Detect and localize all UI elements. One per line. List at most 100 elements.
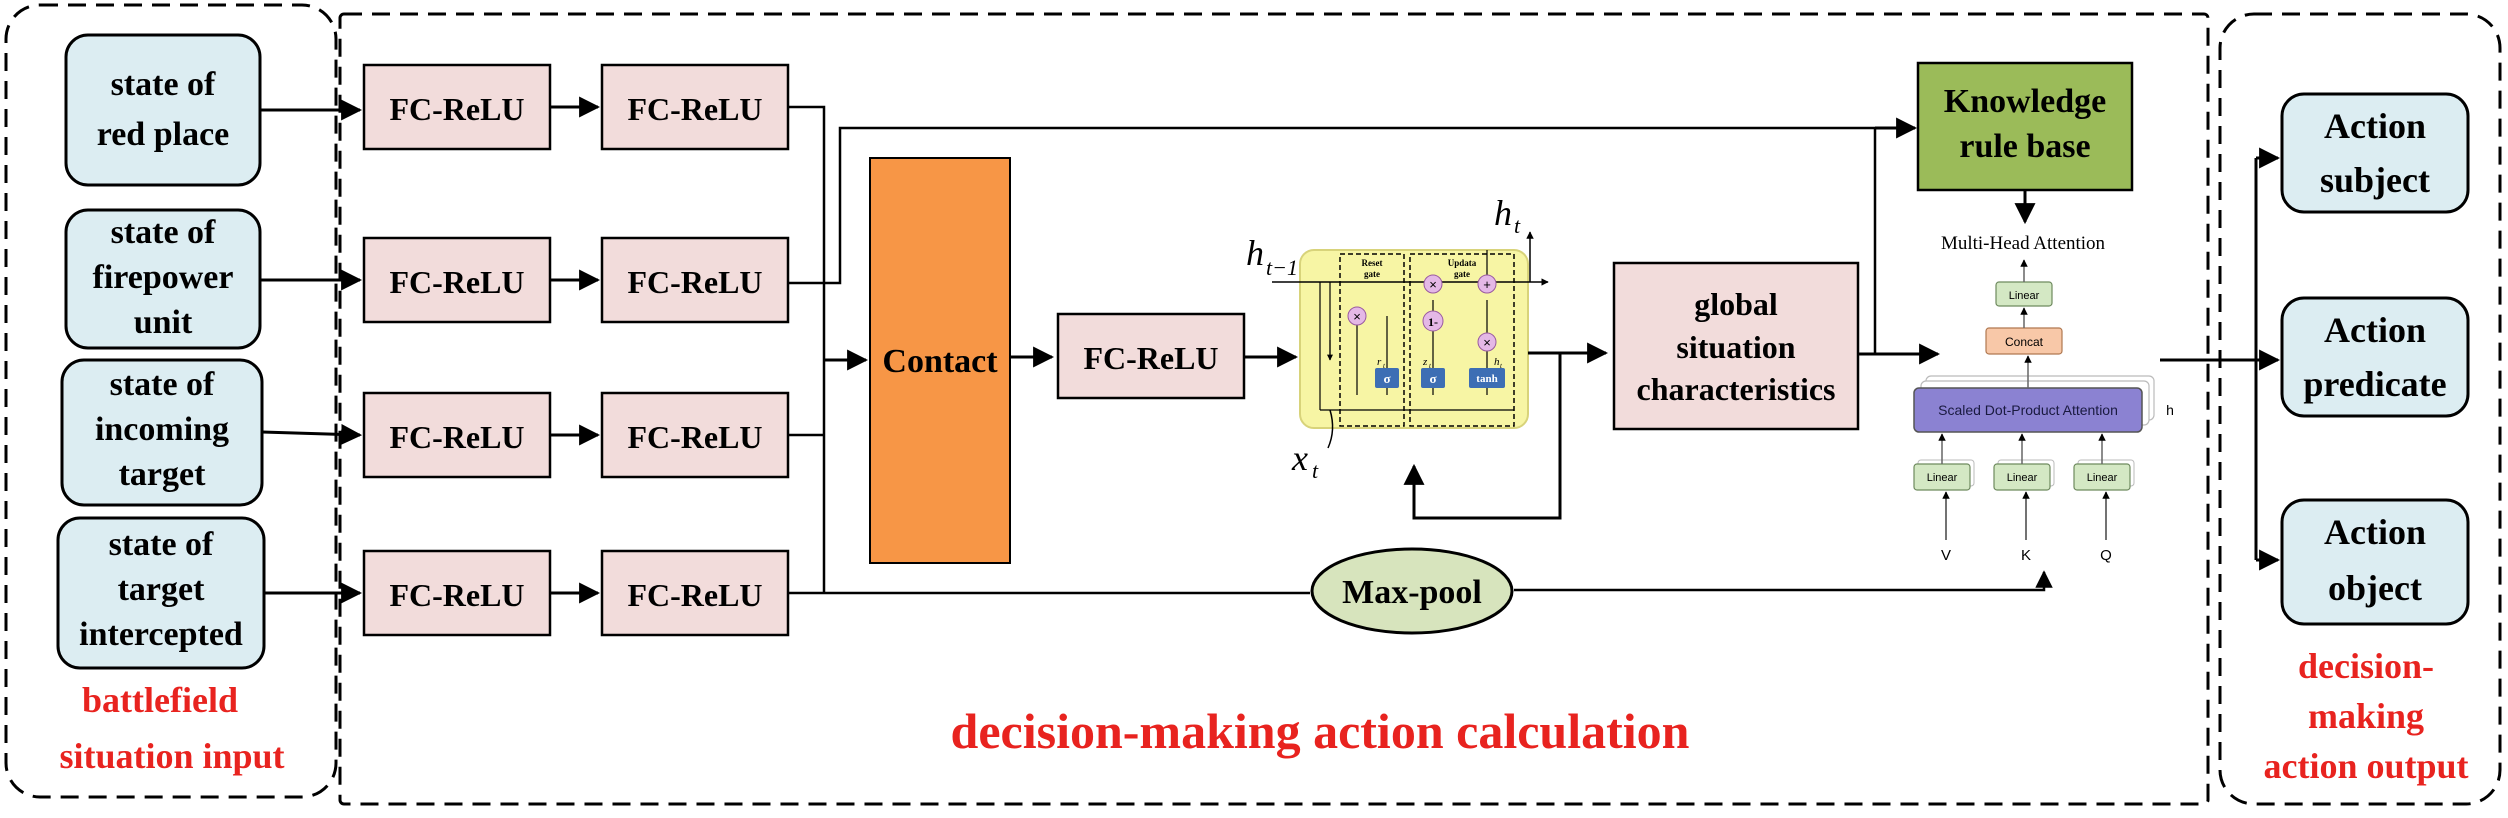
attention-input-k: K [2021, 547, 2031, 564]
output-line: Action [2324, 512, 2426, 552]
z-label: z [1422, 356, 1428, 368]
update-gate-label: Updata [1448, 258, 1477, 268]
z-sub: t [1429, 362, 1432, 370]
input-line: red place [97, 116, 230, 153]
input-section-label: battlefield [82, 680, 238, 720]
input-line: state of [111, 214, 216, 251]
output-section-label: decision- [2298, 646, 2434, 686]
contact-block: Contact [869, 157, 1011, 564]
attention-scaled: Scaled Dot-Product Attention [1938, 402, 2118, 418]
fc-label: FC-ReLU [389, 91, 524, 127]
r-label: r [1377, 356, 1382, 368]
x-in-sub: t [1312, 458, 1319, 483]
fc-label: FC-ReLU [389, 419, 524, 455]
input-line: target [119, 456, 207, 493]
attention-input-v: V [1941, 547, 1951, 564]
attention-linear-k: Linear [2007, 472, 2038, 484]
max-pool-node: Max-pool [1310, 547, 1514, 635]
output-line: object [2328, 568, 2422, 608]
input-line: target [118, 571, 206, 608]
knowledge-rule-base: Knowledge rule base [1916, 61, 2134, 192]
fc-relu-4b: FC-ReLU [600, 549, 790, 637]
ht-label: h [1494, 356, 1500, 368]
ht-sub: t [1500, 362, 1503, 370]
attention-linear-q: Linear [2087, 472, 2118, 484]
attention-title: Multi-Head Attention [1941, 233, 2106, 254]
input-section-label: situation input [59, 736, 284, 776]
h-prev-sub: t−1 [1266, 255, 1298, 280]
fc-label: FC-ReLU [627, 419, 762, 455]
output-line: Action [2324, 106, 2426, 146]
fc-relu-after-contact: FC-ReLU [1056, 312, 1246, 400]
global-situation-block: global situation characteristics [1612, 261, 1860, 431]
output-section-label: making [2308, 696, 2424, 736]
tanh-gate: tanh [1476, 373, 1497, 385]
output-line: predicate [2303, 364, 2446, 404]
sigma-gate: σ [1383, 371, 1390, 386]
mult-op: × [1429, 277, 1437, 292]
input-state-red-place: state of red place [64, 33, 262, 187]
input-line: firepower [93, 259, 234, 296]
calc-section-label: decision-making action calculation [951, 703, 1690, 759]
fc-label: FC-ReLU [627, 577, 762, 613]
plus-op: + [1483, 277, 1491, 292]
update-gate-label: gate [1454, 269, 1470, 279]
knowledge-label: rule base [1959, 128, 2090, 165]
attention-linear-top: Linear [2009, 290, 2040, 302]
fc-relu-1b: FC-ReLU [600, 63, 790, 151]
fc-relu-3b: FC-ReLU [600, 391, 790, 479]
mult-op: × [1483, 335, 1491, 350]
output-action-subject: Action subject [2280, 92, 2470, 214]
fc-relu-2a: FC-ReLU [362, 236, 552, 324]
h-out-label: h [1494, 193, 1512, 233]
knowledge-label: Knowledge [1944, 83, 2106, 120]
fc-label: FC-ReLU [627, 91, 762, 127]
attention-linear-v: Linear [1927, 472, 1958, 484]
reset-gate-label: Reset [1362, 258, 1383, 268]
fc-relu-3a: FC-ReLU [362, 391, 552, 479]
mult-op: × [1353, 309, 1361, 324]
h-prev-label: h [1246, 233, 1264, 273]
x-in-label: x [1291, 438, 1308, 478]
input-line: intercepted [79, 616, 243, 653]
attention-input-q: Q [2100, 547, 2112, 564]
fc-label: FC-ReLU [389, 577, 524, 613]
input-state-incoming-target: state of incoming target [60, 358, 264, 507]
output-line: subject [2320, 160, 2430, 200]
global-label: situation [1676, 329, 1795, 365]
multi-head-attention: Multi-Head Attention Linear Concat Scale… [1913, 233, 2174, 564]
h-out-sub: t [1514, 213, 1521, 238]
max-pool-label: Max-pool [1342, 574, 1482, 611]
fc-label: FC-ReLU [1083, 340, 1218, 376]
global-label: global [1694, 286, 1778, 322]
fc-relu-4a: FC-ReLU [362, 549, 552, 637]
fc-relu-2b: FC-ReLU [600, 236, 790, 324]
contact-label: Contact [882, 343, 998, 380]
attention-concat: Concat [2005, 335, 2044, 349]
input-section-box [4, 3, 338, 799]
global-label: characteristics [1636, 371, 1835, 407]
fc-relu-1a: FC-ReLU [362, 63, 552, 151]
calc-section-box [338, 12, 2210, 806]
output-line: Action [2324, 310, 2426, 350]
input-line: unit [134, 304, 193, 341]
output-section-box [2218, 12, 2502, 806]
input-line: state of [109, 526, 214, 563]
attention-heads: h [2166, 402, 2174, 418]
one-minus-op: 1- [1428, 315, 1438, 329]
reset-gate-label: gate [1364, 269, 1380, 279]
input-line: state of [111, 66, 216, 103]
output-action-object: Action object [2280, 498, 2470, 626]
r-sub: t [1383, 362, 1386, 370]
sigma-gate: σ [1429, 371, 1436, 386]
fc-label: FC-ReLU [389, 264, 524, 300]
output-action-predicate: Action predicate [2280, 296, 2470, 418]
input-line: state of [110, 366, 215, 403]
gru-cell: Reset gate Updata gate × × + 1- × σ σ ta… [1272, 231, 1549, 429]
input-state-firepower-unit: state of firepower unit [64, 208, 262, 350]
output-section-label: action output [2263, 746, 2468, 786]
input-state-target-intercepted: state of target intercepted [56, 516, 266, 670]
input-line: incoming [95, 411, 229, 448]
